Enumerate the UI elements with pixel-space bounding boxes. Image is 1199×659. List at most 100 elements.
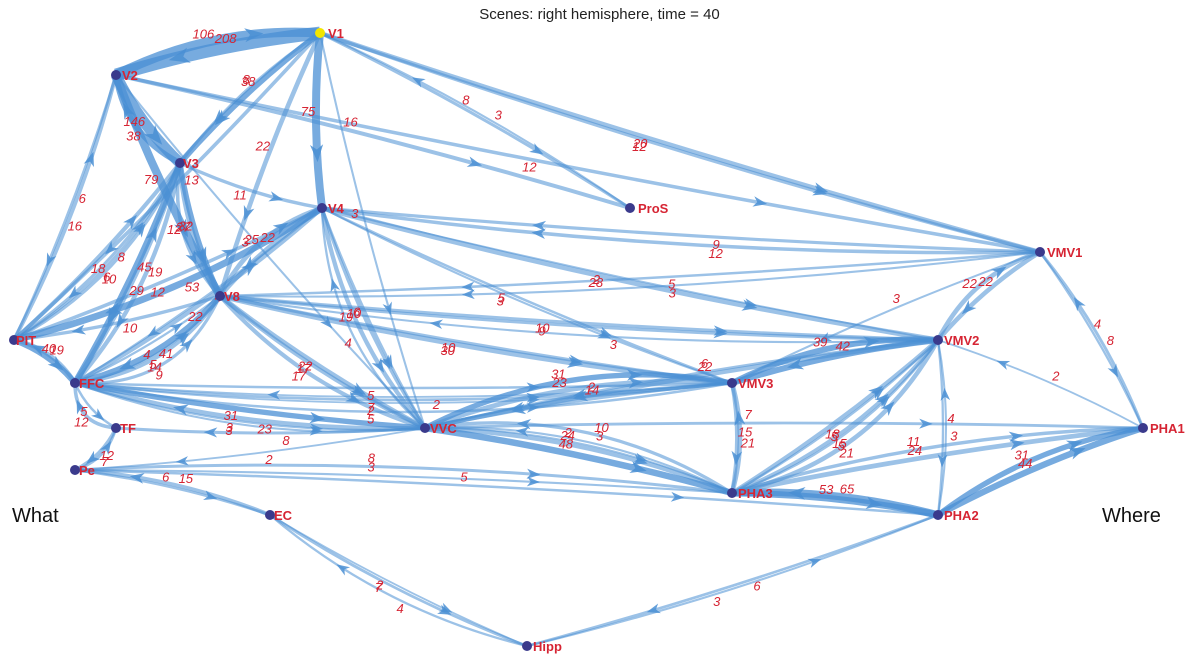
edge-arrow-PHA2-to-PHA1 bbox=[1068, 448, 1086, 460]
edge-V3-to-V2 bbox=[113, 74, 182, 166]
edge-arrow-V4-to-PIT bbox=[105, 301, 123, 314]
edge-weight-FFC-to-VVC: 3 bbox=[226, 420, 234, 435]
edge-weight-V4-to-VMV2: 28 bbox=[588, 275, 604, 290]
edge-V2-to-V1 bbox=[113, 27, 321, 80]
edge-weight-Pe-to-PHA2: 5 bbox=[460, 469, 468, 484]
node-label-V3: V3 bbox=[183, 156, 199, 171]
edge-TF-to-FFC bbox=[73, 382, 117, 430]
edge-PHA3-to-PHA1 bbox=[731, 426, 1144, 495]
edge-weight-VVC-to-VMV3: 31 bbox=[551, 366, 565, 381]
edge-weight-PIT-to-V3: 18 bbox=[91, 261, 106, 276]
edge-arrow-Hipp-to-EC bbox=[336, 564, 351, 576]
edge-FFC-to-V3 bbox=[72, 162, 183, 385]
node-label-TF: TF bbox=[120, 421, 136, 436]
edge-weight-PIT-to-FFC: 40 bbox=[42, 341, 57, 356]
edge-weight-V1-to-V2: 208 bbox=[214, 31, 237, 46]
edge-weight-V2-to-PIT: 6 bbox=[79, 191, 87, 206]
edge-weight-V8-to-VMV2: 10 bbox=[535, 321, 550, 336]
edge-weight-PHA3-to-PHA1: 11 bbox=[907, 434, 921, 449]
edge-weight-VMV2-to-PHA2: 4 bbox=[947, 411, 954, 426]
edge-weight-V1-to-V4: 75 bbox=[301, 104, 316, 119]
edge-arrow-PHA3-to-PHA1 bbox=[1008, 439, 1025, 451]
node-V4 bbox=[317, 203, 327, 213]
edge-arrow-VMV1-to-V8 bbox=[461, 289, 475, 300]
edge-FFC-to-V8 bbox=[74, 294, 222, 385]
edge-weight-PHA1-to-VMV2: 2 bbox=[1051, 369, 1060, 384]
edge-V1-to-ProS bbox=[319, 31, 631, 210]
edge-FFC-to-VMV3 bbox=[74, 382, 733, 404]
node-V3 bbox=[175, 158, 185, 168]
node-label-VVC: VVC bbox=[430, 421, 457, 436]
diagram-title: Scenes: right hemisphere, time = 40 bbox=[479, 6, 720, 23]
edge-V8-to-FFC bbox=[74, 294, 223, 386]
edge-weight-V1-to-PIT: 13 bbox=[184, 172, 199, 187]
what-stream-label: What bbox=[12, 505, 59, 527]
edge-weight-V3-to-V8: 32 bbox=[178, 219, 193, 234]
edge-weight-VMV2-to-VVC: 6 bbox=[701, 356, 709, 371]
edge-weight-V4-to-PIT: 53 bbox=[185, 280, 200, 295]
edge-arrow-Hipp-to-PHA2 bbox=[807, 558, 822, 568]
node-VMV3 bbox=[727, 378, 737, 388]
edge-weight-VVC-to-TF: 8 bbox=[282, 433, 290, 448]
edge-weight-FFC-to-V8: 5 bbox=[149, 357, 157, 372]
node-EC bbox=[265, 510, 275, 520]
edge-V4-to-VMV2 bbox=[321, 207, 939, 341]
edge-weight-FFC-to-V8: 4 bbox=[143, 347, 150, 362]
edge-weight-Hipp-to-PHA2: 3 bbox=[713, 594, 721, 609]
edge-PHA2-to-VMV2 bbox=[936, 339, 948, 516]
node-FFC bbox=[70, 378, 80, 388]
edge-arrow-FFC-to-V8 bbox=[169, 322, 183, 335]
edge-weight-V4-to-VVC: 6 bbox=[353, 305, 361, 320]
edge-arrow-V1-to-V8 bbox=[243, 204, 255, 221]
edge-weight-FFC-to-V8: 14 bbox=[147, 360, 161, 375]
edge-arrow-V3-to-V2 bbox=[123, 102, 136, 120]
edge-weight-VMV1-to-V4: 9 bbox=[712, 237, 719, 252]
edge-weight-V8-to-VVC: 17 bbox=[296, 361, 311, 376]
edge-weight-VVC-to-PHA3: 24 bbox=[559, 428, 574, 443]
edge-weight-V2-to-VMV1: 12 bbox=[522, 159, 537, 174]
edge-weight-PHA2-to-VMV2: 3 bbox=[950, 428, 958, 443]
edge-Pe-to-PHA3 bbox=[74, 468, 733, 495]
edge-weight-VMV1-to-V8: 3 bbox=[669, 286, 677, 301]
edge-arrow-ProS-to-V1 bbox=[412, 77, 426, 88]
edge-PIT-to-V2 bbox=[12, 74, 118, 341]
edge-FFC-to-TF bbox=[73, 382, 117, 430]
edge-weight-PHA3-to-VMV2: 5 bbox=[838, 439, 846, 454]
edge-arrow-V3-to-V4 bbox=[268, 191, 284, 202]
edge-VMV1-to-V4 bbox=[321, 206, 1041, 254]
edge-VVC-to-PHA3 bbox=[424, 425, 733, 496]
edge-arrow-EC-to-Hipp bbox=[437, 604, 452, 615]
edge-weight-PHA2-to-PHA3: 65 bbox=[840, 481, 855, 496]
where-stream-label: Where bbox=[1102, 505, 1161, 527]
edge-FFC-to-VMV3 bbox=[74, 381, 733, 402]
edge-arrow-V8-to-VMV2 bbox=[713, 327, 728, 339]
edge-weight-V4-to-VMV2: 2 bbox=[592, 272, 601, 287]
edge-arrow-FFC-to-VVC bbox=[309, 411, 326, 424]
edge-weight-PHA3-to-VMV2: 21 bbox=[838, 446, 853, 461]
node-label-PHA1: PHA1 bbox=[1150, 421, 1185, 436]
edge-PHA3-to-VMV2 bbox=[731, 339, 939, 495]
edge-PHA2-to-PHA3 bbox=[731, 488, 939, 519]
edge-arrow-PHA2-to-PHA1 bbox=[1065, 440, 1083, 452]
edge-VMV3-to-FFC bbox=[74, 382, 733, 398]
edge-V4-to-VMV3 bbox=[321, 206, 733, 385]
edge-weight-VVC-to-V4: 4 bbox=[344, 335, 351, 350]
edge-weight-V1-to-VMV1: 20 bbox=[632, 136, 648, 151]
edge-arrow-VVC-to-PHA1 bbox=[919, 418, 933, 429]
edge-weight-FFC-to-VVC: 3 bbox=[225, 423, 233, 438]
edge-arrow-Pe-to-PHA2 bbox=[670, 491, 685, 502]
edge-weight-FFC-to-TF: 5 bbox=[80, 404, 88, 419]
edge-VMV1-to-V4 bbox=[321, 206, 1041, 255]
edge-weight-FFC-to-VMV3: 5 bbox=[367, 388, 375, 403]
edge-arrow-V3-to-V8 bbox=[192, 247, 204, 264]
edge-weight-VMV3-to-VMV2: 39 bbox=[813, 334, 827, 349]
edge-V3-to-V8 bbox=[177, 162, 223, 298]
edge-arrow-V3-to-PIT bbox=[68, 285, 83, 299]
edge-weight-PHA3-to-VMV2: 15 bbox=[832, 436, 847, 451]
edge-weight-PHA2-to-PHA1: 31 bbox=[1014, 448, 1028, 463]
edge-arrow-VMV1-to-V4 bbox=[531, 228, 546, 239]
edge-weight-Pe-to-PHA3: 8 bbox=[368, 451, 376, 466]
edge-weight-PIT-to-V3: 10 bbox=[102, 271, 117, 286]
edge-weight-V8-to-PIT: 10 bbox=[123, 321, 138, 336]
